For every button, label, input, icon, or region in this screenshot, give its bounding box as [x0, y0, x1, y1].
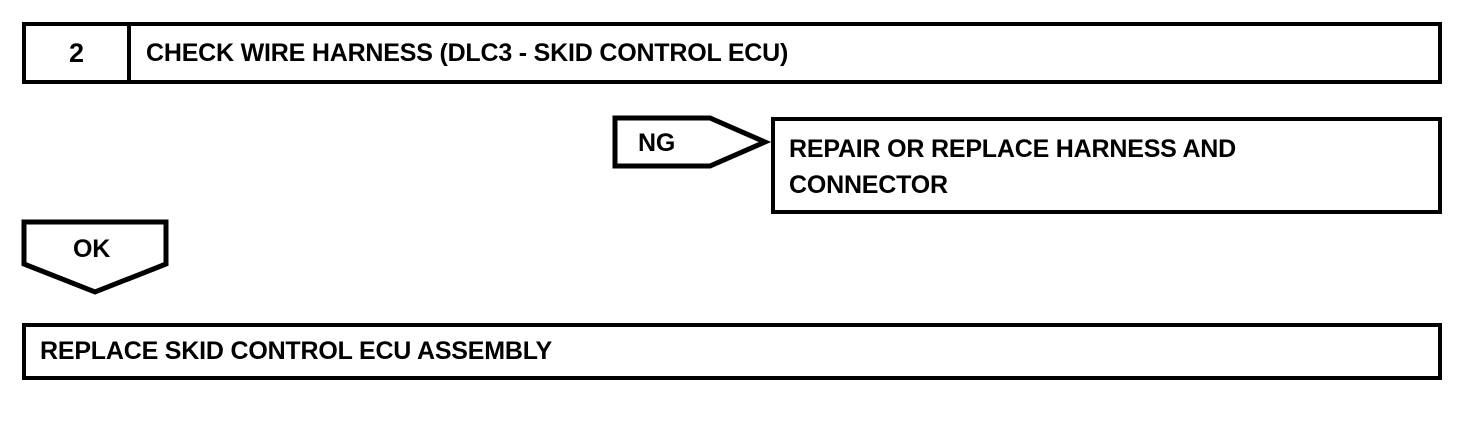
repair-outcome-text: REPAIR OR REPLACE HARNESS AND CONNECTOR	[789, 131, 1236, 203]
ok-branch-tag: OK	[21, 219, 169, 295]
step-title-cell: CHECK WIRE HARNESS (DLC3 - SKID CONTROL …	[131, 26, 1438, 80]
step-number-cell: 2	[26, 26, 131, 80]
repair-outcome-line-2: CONNECTOR	[789, 171, 948, 199]
step-title: CHECK WIRE HARNESS (DLC3 - SKID CONTROL …	[146, 38, 789, 67]
ng-pentagon-shape	[612, 115, 772, 169]
step-number: 2	[68, 37, 85, 68]
repair-outcome-line-1: REPAIR OR REPLACE HARNESS AND	[789, 135, 1237, 163]
replace-outcome-line-1: REPLACE SKID CONTROL ECU ASSEMBLY	[40, 337, 552, 365]
ok-pentagon-shape	[21, 219, 169, 295]
ok-branch-label: OK	[73, 235, 110, 263]
step-header-box: 2 CHECK WIRE HARNESS (DLC3 - SKID CONTRO…	[22, 22, 1442, 84]
replace-outcome-box: REPLACE SKID CONTROL ECU ASSEMBLY	[22, 323, 1442, 380]
replace-outcome-text: REPLACE SKID CONTROL ECU ASSEMBLY	[40, 339, 552, 364]
ng-branch-tag: NG	[612, 115, 772, 169]
repair-outcome-box: REPAIR OR REPLACE HARNESS AND CONNECTOR	[771, 117, 1442, 214]
ng-branch-label: NG	[638, 129, 675, 157]
